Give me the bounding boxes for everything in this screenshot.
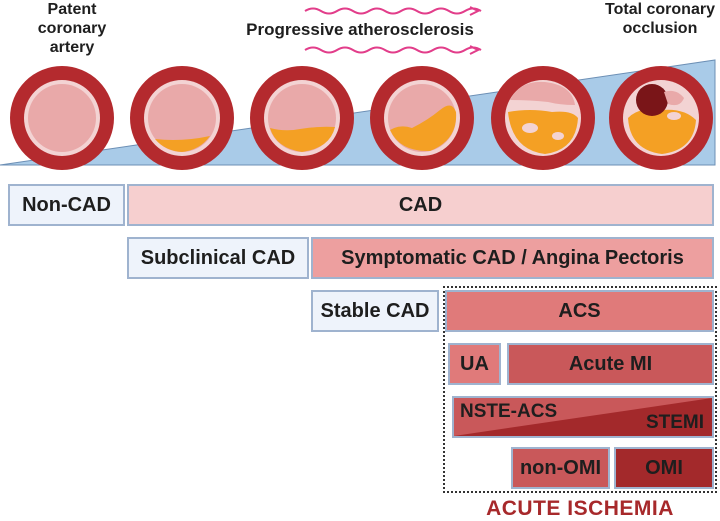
cad-box: CAD xyxy=(127,184,714,226)
ua-box: UA xyxy=(448,343,501,385)
acute-ischemia-label: ACUTE ISCHEMIA xyxy=(486,497,674,520)
artery-cross-section-4 xyxy=(370,66,474,170)
acute-ischemia-frame xyxy=(443,286,717,493)
stable-cad-box: Stable CAD xyxy=(311,290,439,332)
artery-cross-section-6 xyxy=(609,66,713,170)
artery-cross-section-5 xyxy=(491,66,595,170)
artery-cross-section-2 xyxy=(130,66,234,170)
symptomatic-cad-box: Symptomatic CAD / Angina Pectoris xyxy=(311,237,714,279)
nste-stemi-split xyxy=(454,398,712,436)
subclinical-cad-box: Subclinical CAD xyxy=(127,237,309,279)
progression-arrow-icon xyxy=(304,6,482,55)
artery-cross-section-3 xyxy=(250,66,354,170)
nste-acs-label: NSTE-ACS xyxy=(460,401,558,422)
non-omi-box: non-OMI xyxy=(511,447,610,489)
omi-box: OMI xyxy=(614,447,714,489)
artery-progression-illustration xyxy=(0,6,716,170)
patent-artery-label: Patent coronary artery xyxy=(37,1,107,56)
non-cad-box: Non-CAD xyxy=(8,184,125,226)
acute-mi-box: Acute MI xyxy=(507,343,714,385)
stemi-label: STEMI xyxy=(645,412,704,433)
artery-cross-section-1 xyxy=(10,66,114,170)
acs-box: ACS xyxy=(445,290,714,332)
progressive-atherosclerosis-label: Progressive atherosclerosis xyxy=(246,20,474,39)
nste-acs-stemi-box: NSTE-ACS STEMI xyxy=(452,396,714,438)
total-occlusion-label: Total coronary occlusion xyxy=(605,1,715,37)
